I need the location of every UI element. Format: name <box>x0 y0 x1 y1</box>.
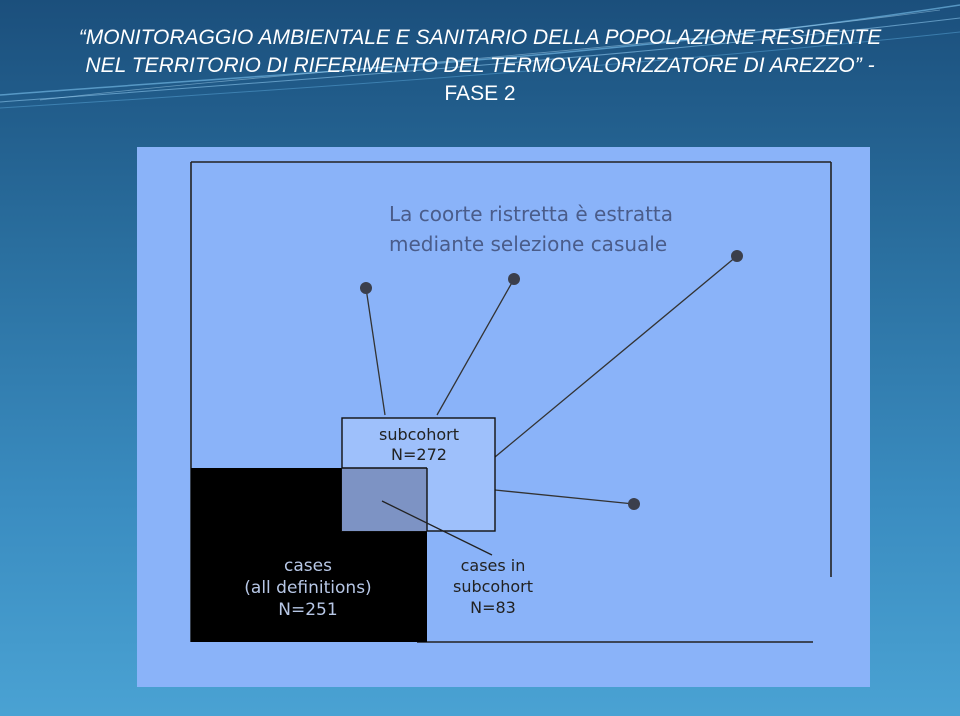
caption-line-1: La coorte ristretta è estratta <box>389 202 673 226</box>
subcohort-label: subcohort <box>379 425 459 444</box>
title-line-1: “MONITORAGGIO AMBIENTALE E SANITARIO DEL… <box>78 26 882 49</box>
case-cohort-diagram: La coorte ristretta è estratta mediante … <box>190 161 832 643</box>
subcohort-count: N=272 <box>391 445 447 464</box>
caption-line-2: mediante selezione casuale <box>389 232 667 256</box>
overlap-label-2: subcohort <box>453 577 533 596</box>
decorative-swoosh <box>0 4 960 109</box>
cases-definition: (all definitions) <box>244 578 371 598</box>
slide-title: “MONITORAGGIO AMBIENTALE E SANITARIO DEL… <box>0 24 960 108</box>
title-line-2: NEL TERRITORIO DI RIFERIMENTO DEL TERMOV… <box>85 54 875 77</box>
overlap-pointer <box>381 500 493 556</box>
cases-label: cases <box>284 556 332 576</box>
sample-point <box>628 498 640 510</box>
selection-lines <box>365 255 738 505</box>
sample-point <box>360 282 372 294</box>
title-line-3: FASE 2 <box>444 82 516 105</box>
sample-point <box>731 250 743 262</box>
overlap-count: N=83 <box>470 598 516 617</box>
cases-count: N=251 <box>278 600 337 620</box>
overlap-label: cases in <box>461 556 526 575</box>
overlap-area <box>342 468 427 531</box>
diagram-panel: La coorte ristretta è estratta mediante … <box>137 147 870 687</box>
sample-point <box>508 273 520 285</box>
